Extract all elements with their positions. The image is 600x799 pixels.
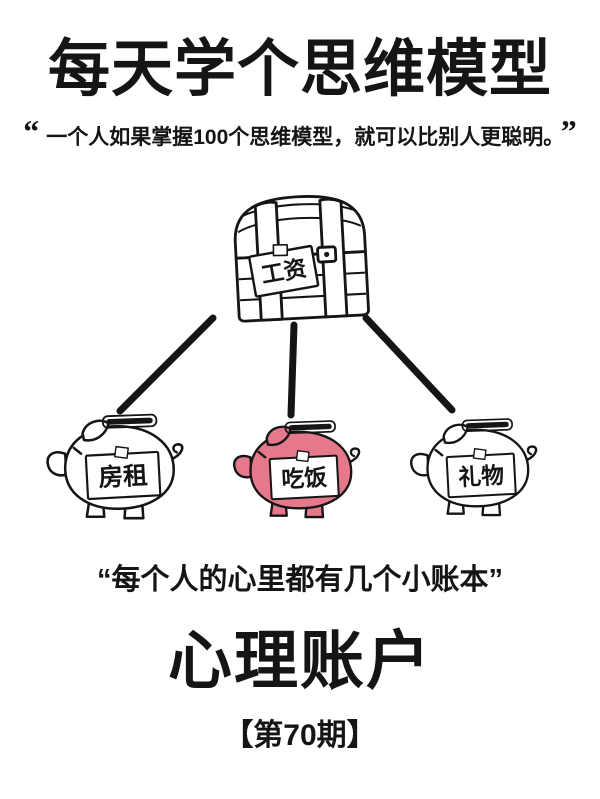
- piggy-bank-icon: 吃饭: [233, 420, 361, 519]
- piggy-bank-icon: 房租: [46, 413, 184, 520]
- open-quote-mark: “: [23, 113, 40, 149]
- piggy-bank-icon: 礼物: [410, 418, 538, 517]
- coin-slot: [284, 420, 336, 435]
- connector-right: [362, 314, 456, 414]
- coin-slot: [461, 418, 513, 433]
- account-label: 吃饭: [281, 464, 328, 492]
- connector-lines: [116, 314, 456, 419]
- model-name-title: 心理账户: [168, 625, 432, 697]
- connector-left: [116, 314, 217, 415]
- piggy-bank-food: 吃饭: [233, 420, 361, 519]
- account-sign: 房租: [84, 445, 162, 501]
- account-sign: 礼物: [445, 448, 517, 499]
- coin-slot: [101, 413, 158, 429]
- connector-middle: [287, 321, 298, 419]
- piggy-bank-rent: 房租: [46, 413, 184, 520]
- chest-sign: 工资: [248, 243, 320, 298]
- footer-quote: “每个人的心里都有几个小账本”: [96, 564, 503, 596]
- issue-label: 【第70期】: [223, 719, 377, 752]
- account-label: 房租: [98, 461, 149, 493]
- page-title: 每天学个思维模型: [47, 35, 552, 104]
- header-quote: “ 一个人如果掌握100个思维模型，就可以比别人更聪明。 ”: [0, 115, 600, 151]
- account-label: 礼物: [458, 462, 505, 490]
- account-sign: 吃饭: [268, 450, 340, 501]
- piggy-bank-gift: 礼物: [410, 418, 538, 517]
- close-quote-mark: ”: [560, 113, 577, 149]
- header-quote-text: 一个人如果掌握100个思维模型，就可以比别人更聪明。: [46, 126, 554, 149]
- treasure-chest-icon: 工资: [233, 195, 370, 323]
